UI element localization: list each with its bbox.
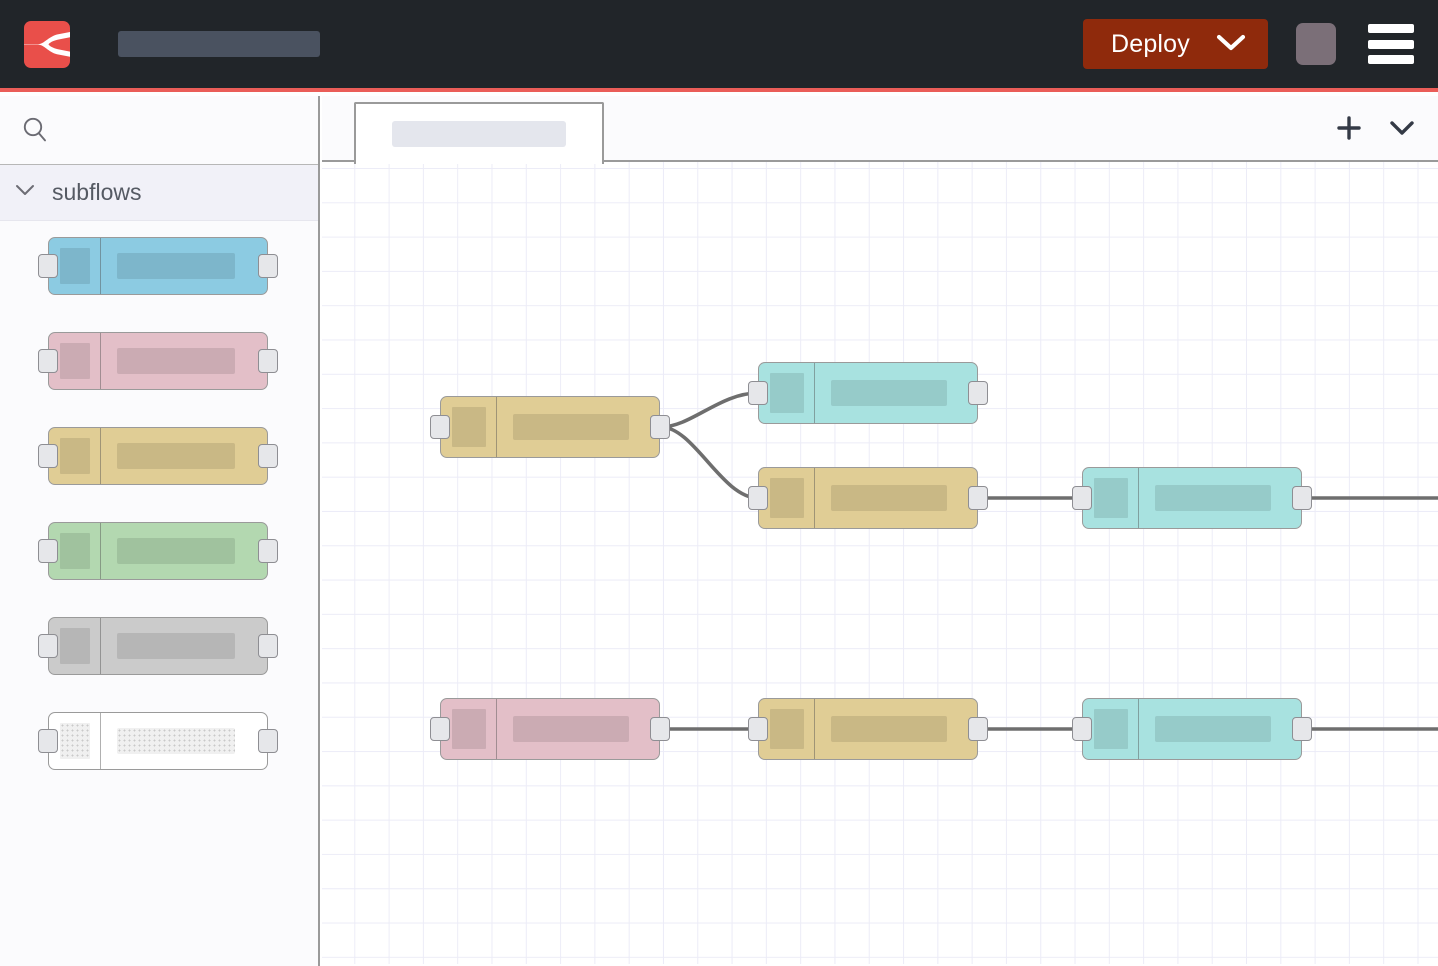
node-output-port[interactable] xyxy=(1292,717,1312,741)
node-input-port[interactable] xyxy=(38,444,58,468)
node-icon xyxy=(441,397,497,457)
node-input-port[interactable] xyxy=(38,254,58,278)
node-output-port[interactable] xyxy=(1292,486,1312,510)
palette-search-bar[interactable] xyxy=(0,96,318,165)
node-input-port[interactable] xyxy=(38,349,58,373)
palette-node-5[interactable] xyxy=(38,617,318,675)
search-icon xyxy=(20,115,50,145)
node-output-port[interactable] xyxy=(650,415,670,439)
node-icon xyxy=(49,523,101,579)
flow-node-n2[interactable] xyxy=(748,362,988,424)
node-input-port[interactable] xyxy=(430,415,450,439)
wire xyxy=(659,425,760,500)
node-icon xyxy=(1083,468,1139,528)
flow-node-n7[interactable] xyxy=(1072,698,1312,760)
node-label xyxy=(101,618,267,674)
node-input-port[interactable] xyxy=(748,486,768,510)
node-output-port[interactable] xyxy=(258,444,278,468)
node-icon xyxy=(441,699,497,759)
flow-wires xyxy=(659,391,1438,731)
palette-section-label: subflows xyxy=(52,179,142,205)
wire xyxy=(659,391,760,429)
palette-node-list xyxy=(0,221,318,770)
flow-node-n4[interactable] xyxy=(1072,467,1312,529)
node-output-port[interactable] xyxy=(968,717,988,741)
node-label xyxy=(815,363,977,423)
node-label xyxy=(497,397,659,457)
node-icon xyxy=(759,468,815,528)
workspace xyxy=(322,96,1438,966)
hamburger-bar xyxy=(1368,55,1414,64)
node-label xyxy=(1139,468,1301,528)
node-output-port[interactable] xyxy=(258,729,278,753)
hamburger-bar xyxy=(1368,24,1414,33)
workspace-tab-1[interactable] xyxy=(354,102,604,164)
workspace-tab-actions xyxy=(1336,96,1416,160)
palette-node-6[interactable] xyxy=(38,712,318,770)
workspace-tab-label xyxy=(392,121,566,147)
tab-list-button[interactable] xyxy=(1388,119,1416,137)
node-label xyxy=(101,238,267,294)
node-input-port[interactable] xyxy=(748,717,768,741)
node-input-port[interactable] xyxy=(1072,486,1092,510)
node-input-port[interactable] xyxy=(1072,717,1092,741)
flow-node-n5[interactable] xyxy=(430,698,670,760)
node-output-port[interactable] xyxy=(258,539,278,563)
node-input-port[interactable] xyxy=(38,539,58,563)
project-name-input[interactable] xyxy=(118,31,320,57)
node-icon xyxy=(49,618,101,674)
node-input-port[interactable] xyxy=(430,717,450,741)
node-icon xyxy=(1083,699,1139,759)
node-label xyxy=(101,333,267,389)
palette-sidebar: subflows xyxy=(0,96,320,966)
node-icon xyxy=(49,238,101,294)
flow-node-n1[interactable] xyxy=(430,396,670,458)
add-tab-button[interactable] xyxy=(1336,115,1362,141)
workspace-tabbar xyxy=(322,96,1438,164)
chevron-down-icon xyxy=(14,183,36,202)
node-label xyxy=(497,699,659,759)
node-output-port[interactable] xyxy=(258,254,278,278)
deploy-button[interactable]: Deploy xyxy=(1082,19,1268,69)
user-avatar[interactable] xyxy=(1296,23,1336,65)
chevron-down-icon[interactable] xyxy=(1216,30,1246,59)
flow-node-n3[interactable] xyxy=(748,467,988,529)
header-actions: Deploy xyxy=(1082,19,1438,69)
flow-canvas[interactable] xyxy=(322,162,1438,964)
flow-node-n6[interactable] xyxy=(748,698,988,760)
node-red-logo-icon[interactable] xyxy=(24,20,70,68)
node-label xyxy=(101,523,267,579)
node-output-port[interactable] xyxy=(258,349,278,373)
node-input-port[interactable] xyxy=(38,729,58,753)
node-label xyxy=(815,699,977,759)
palette-node-4[interactable] xyxy=(38,522,318,580)
node-output-port[interactable] xyxy=(258,634,278,658)
palette-section-subflows[interactable]: subflows xyxy=(0,165,318,221)
hamburger-menu-icon[interactable] xyxy=(1368,24,1414,64)
node-output-port[interactable] xyxy=(968,381,988,405)
node-output-port[interactable] xyxy=(650,717,670,741)
node-icon xyxy=(49,713,101,769)
node-label xyxy=(1139,699,1301,759)
palette-node-3[interactable] xyxy=(38,427,318,485)
node-label xyxy=(101,713,267,769)
node-label xyxy=(101,428,267,484)
node-input-port[interactable] xyxy=(38,634,58,658)
palette-node-1[interactable] xyxy=(38,237,318,295)
node-input-port[interactable] xyxy=(748,381,768,405)
app-header: Deploy xyxy=(0,0,1438,92)
node-icon xyxy=(759,699,815,759)
node-icon xyxy=(49,428,101,484)
deploy-button-label: Deploy xyxy=(1110,29,1190,58)
node-icon xyxy=(759,363,815,423)
palette-node-2[interactable] xyxy=(38,332,318,390)
node-label xyxy=(815,468,977,528)
node-output-port[interactable] xyxy=(968,486,988,510)
node-icon xyxy=(49,333,101,389)
hamburger-bar xyxy=(1368,39,1414,49)
